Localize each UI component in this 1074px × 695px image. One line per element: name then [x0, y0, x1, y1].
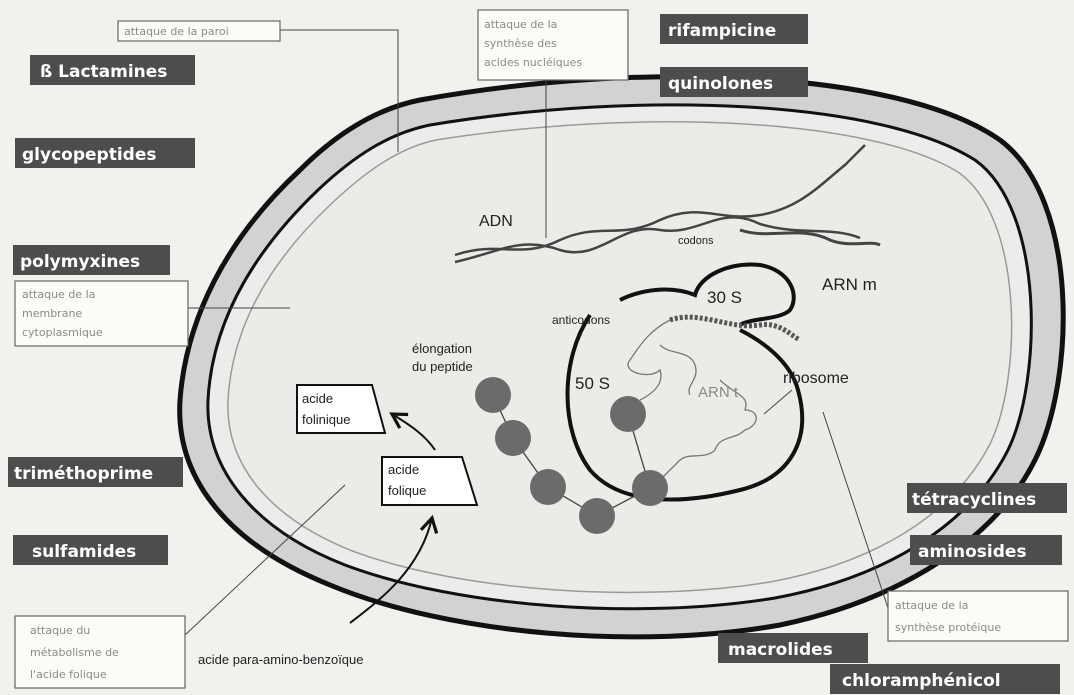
drug-beta-lactamines: ß Lactamines [30, 55, 195, 85]
svg-text:acides nucléiques: acides nucléiques [484, 56, 582, 69]
label-50s: 50 S [575, 374, 610, 393]
svg-text:chloramphénicol: chloramphénicol [842, 671, 1001, 691]
peptide-bead [495, 420, 531, 456]
drug-rifampicine: rifampicine [660, 14, 808, 44]
svg-text:membrane: membrane [22, 307, 82, 320]
mech-acide-folique: attaque du métabolisme de l'acide foliqu… [15, 616, 185, 688]
drug-aminosides: aminosides [910, 535, 1062, 565]
drug-trimethoprime: triméthoprime [8, 457, 183, 487]
label-anticodons: anticodons [552, 313, 610, 327]
acide-folinique-line1: acide [302, 391, 333, 406]
drug-tetracyclines: tétracyclines [907, 483, 1067, 513]
label-30s: 30 S [707, 288, 742, 307]
drug-sulfamides: sulfamides [13, 535, 168, 565]
mech-membrane: attaque de la membrane cytoplasmique [15, 281, 188, 346]
svg-text:sulfamides: sulfamides [32, 542, 136, 562]
svg-text:cytoplasmique: cytoplasmique [22, 326, 103, 339]
drug-macrolides: macrolides [718, 633, 868, 663]
acide-folinique-line2: folinique [302, 412, 350, 427]
label-codons: codons [678, 235, 714, 247]
svg-text:quinolones: quinolones [668, 74, 773, 94]
acide-folinique-box: acide folinique [297, 385, 385, 433]
svg-text:ß Lactamines: ß Lactamines [40, 62, 167, 82]
acide-folique-line2: folique [388, 483, 426, 498]
mech-acides-nucleiques: attaque de la synthèse des acides nucléi… [478, 10, 628, 80]
label-arn-m: ARN m [822, 275, 877, 294]
svg-text:l'acide folique: l'acide folique [30, 668, 107, 681]
svg-text:synthèse protéique: synthèse protéique [895, 621, 1001, 634]
svg-text:attaque de la paroi: attaque de la paroi [124, 25, 229, 38]
svg-text:attaque de la: attaque de la [22, 288, 95, 301]
svg-text:rifampicine: rifampicine [668, 21, 776, 41]
svg-text:métabolisme de: métabolisme de [30, 646, 119, 659]
peptide-bead [530, 469, 566, 505]
label-ribosome: ribosome [783, 370, 849, 387]
mech-paroi: attaque de la paroi [118, 21, 280, 41]
peptide-bead [632, 470, 668, 506]
svg-text:macrolides: macrolides [728, 640, 833, 660]
svg-text:polymyxines: polymyxines [20, 252, 140, 272]
label-arn-t: ARN t [698, 384, 739, 401]
peptide-bead [610, 396, 646, 432]
svg-text:synthèse des: synthèse des [484, 37, 557, 50]
peptide-bead [475, 377, 511, 413]
svg-text:aminosides: aminosides [918, 542, 1027, 562]
drug-quinolones: quinolones [660, 67, 808, 97]
cytoplasmic-membrane [228, 122, 1012, 593]
drug-polymyxines: polymyxines [13, 245, 170, 275]
svg-text:triméthoprime: triméthoprime [14, 464, 153, 484]
svg-text:tétracyclines: tétracyclines [912, 490, 1036, 510]
acide-folique-line1: acide [388, 462, 419, 477]
label-adn: ADN [479, 213, 513, 230]
drug-chloramphenicol: chloramphénicol [830, 664, 1060, 694]
acide-folique-box: acide folique [382, 457, 477, 505]
svg-text:glycopeptides: glycopeptides [22, 145, 156, 165]
label-elongation-1: élongation [412, 341, 472, 356]
label-paba: acide para-amino-benzoïque [198, 652, 364, 667]
mech-proteique: attaque de la synthèse protéique [888, 591, 1068, 641]
svg-text:attaque de la: attaque de la [895, 599, 968, 612]
svg-text:attaque du: attaque du [30, 624, 90, 637]
svg-text:attaque de la: attaque de la [484, 18, 557, 31]
drug-glycopeptides: glycopeptides [15, 138, 195, 168]
peptide-bead [579, 498, 615, 534]
label-elongation-2: du peptide [412, 359, 473, 374]
